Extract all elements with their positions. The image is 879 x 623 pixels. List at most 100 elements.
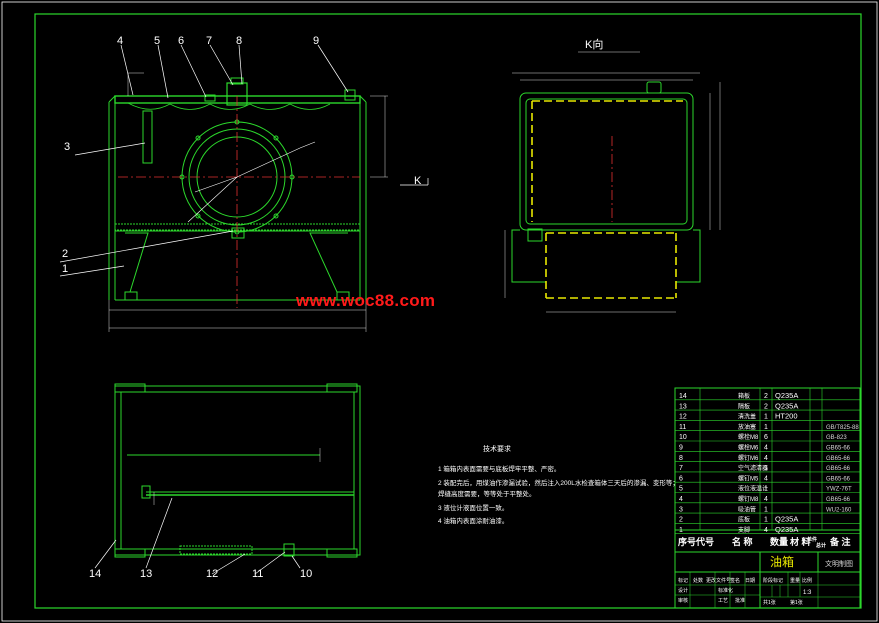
title-block: 油箱 文明制图 标记 处数 更改文件号 签名 日期 设计 标准化 审核 工艺 批… [678, 554, 853, 606]
bom-cell-name: 清洗盖 [738, 413, 756, 421]
bom-header-seq-code: 序号代号 [678, 536, 714, 547]
k-view [511, 81, 701, 283]
tb-sheets: 共1张 [763, 599, 776, 606]
section-view-cleaning-cover [179, 545, 253, 555]
bom-cell-material: HT200 [775, 412, 798, 421]
bom-header-name: 名 称 [732, 536, 753, 547]
callout-2: 2 [62, 248, 68, 260]
bom-cell-no: 6 [679, 475, 683, 482]
tb-sign: 签名 [730, 577, 740, 584]
bom-header-total-weight: 总计 [816, 542, 826, 549]
bom-cell-qty: 1 [764, 424, 768, 431]
bom-cell-name: 螺钉M6 [738, 454, 759, 462]
bom-cell-note: GB/T825-88 [826, 425, 859, 431]
front-view-centerlines [118, 96, 360, 308]
bom-header-material: 材 料 [789, 536, 811, 547]
tb-date: 日期 [745, 578, 755, 584]
tb-scale: 1:3 [803, 590, 812, 596]
inner-frame [34, 13, 862, 609]
bom-header-qty: 数量 [770, 536, 788, 547]
bom-cell-no: 4 [679, 496, 683, 503]
bom-cell-note: GB65-66 [826, 446, 851, 452]
front-view-dimensions [108, 72, 388, 332]
tb-standard: 标准化 [718, 587, 733, 594]
bom-cell-no: 1 [679, 527, 683, 534]
bom-cell-name: 支脚 [738, 526, 750, 534]
callout-5: 5 [154, 35, 160, 47]
k-view-tank-body [519, 92, 694, 231]
callout-4: 4 [117, 35, 123, 47]
callout-1: 1 [62, 263, 68, 275]
bom-cell-name: 隔板 [738, 402, 750, 410]
tb-stage: 阶段标记 [763, 577, 783, 584]
bom-cell-note: GB65-66 [826, 456, 851, 462]
bom-cell-no: 11 [679, 424, 686, 431]
bom-header: 序号代号 名 称 数量 材 料 单件 总计 备 注 [678, 536, 851, 549]
tb-count: 处数 [693, 577, 703, 584]
k-view-breather [646, 81, 662, 94]
watermark: www.woc88.com [296, 291, 436, 310]
bom-cell-no: 7 [679, 465, 683, 472]
bom-cell-name: 螺钉M5 [738, 474, 759, 482]
notes-title: 技术要求 [483, 444, 511, 453]
front-view [108, 77, 367, 301]
bom-cell-qty: 4 [764, 445, 768, 452]
bom-cell-qty: 1 [764, 465, 768, 472]
title-drawing-no: 文明制图 [825, 559, 853, 568]
bom-cell-note: GB65-66 [826, 497, 851, 503]
bom-cell-no: 9 [679, 445, 683, 452]
section-view [114, 383, 361, 558]
callout-7: 7 [206, 35, 212, 47]
tb-sheet: 第1张 [790, 599, 803, 606]
tb-process: 工艺 [718, 598, 728, 604]
tb-weight: 重量 [790, 577, 800, 584]
k-arrow-label: K [414, 175, 422, 187]
bom-header-remark: 备 注 [829, 536, 851, 547]
tb-change-doc: 更改文件号 [706, 577, 731, 584]
bom-cell-material: Q235A [775, 401, 798, 410]
callout-10: 10 [300, 568, 312, 580]
tb-approve: 批准 [735, 597, 745, 604]
front-view-suction-pipe [142, 110, 153, 164]
bom-cell-no: 2 [679, 517, 683, 524]
bom-table [674, 387, 861, 609]
technical-notes: 技术要求 1 箱箱内表面需要与底板焊牢平整、严密。 2 装配完后，用煤油作渗漏试… [438, 444, 679, 525]
note-4: 4 油箱内表面涂耐油漆。 [438, 516, 508, 525]
bom-cell-material: Q235A [775, 391, 798, 400]
bom-cell-no: 14 [679, 393, 687, 400]
bom-cell-no: 5 [679, 486, 683, 493]
bom-cell-name: 螺钉M8 [738, 495, 759, 503]
bom-cell-qty: 4 [764, 496, 768, 503]
bom-cell-qty: 2 [764, 393, 768, 400]
bom-cell-note: WU2-160 [826, 507, 852, 513]
front-view-left-foot [125, 232, 149, 293]
bom-cell-name: 吸油管 [738, 505, 756, 513]
bom-cell-no: 3 [679, 506, 683, 513]
bom-cell-material: Q235A [775, 525, 798, 534]
callout-numbers: 4 5 6 7 8 9 3 2 1 14 13 12 11 10 [62, 35, 319, 580]
bom-cell-qty: 1 [764, 414, 768, 421]
bom-cell-note: YWZ-76T [826, 487, 852, 493]
callout-14: 14 [89, 568, 101, 580]
bom-cell-note: GB-823 [826, 435, 847, 441]
k-view-dimensions [504, 51, 721, 313]
section-view-leaders [94, 497, 301, 575]
bom-cell-name: 底板 [738, 516, 750, 524]
tb-design: 设计 [678, 587, 688, 594]
bom-cell-qty: 6 [764, 434, 768, 441]
note-3: 3 液位计液面位置一致。 [438, 503, 508, 512]
note-2-cont: 焊缝高度需要，等等处于平整处。 [438, 489, 536, 498]
bom-row-grid [675, 388, 860, 535]
bom-cell-qty: 1 [764, 517, 768, 524]
k-view-hidden-lines [531, 100, 683, 299]
bom-cell-qty: 4 [764, 455, 768, 462]
bom-cell-material: Q235A [775, 515, 798, 524]
note-2: 2 装配完后，用煤油作渗漏试验，然后注入200L水检查箱体三天后的渗漏、变形等； [438, 478, 679, 487]
front-view-leaders [59, 44, 429, 277]
note-1: 1 箱箱内表面需要与底板焊牢平整、严密。 [438, 464, 560, 473]
bom-cell-name: 放油塞 [738, 423, 756, 431]
bom-cell-qty: 1 [764, 486, 768, 493]
bom-cell-no: 12 [679, 414, 687, 421]
